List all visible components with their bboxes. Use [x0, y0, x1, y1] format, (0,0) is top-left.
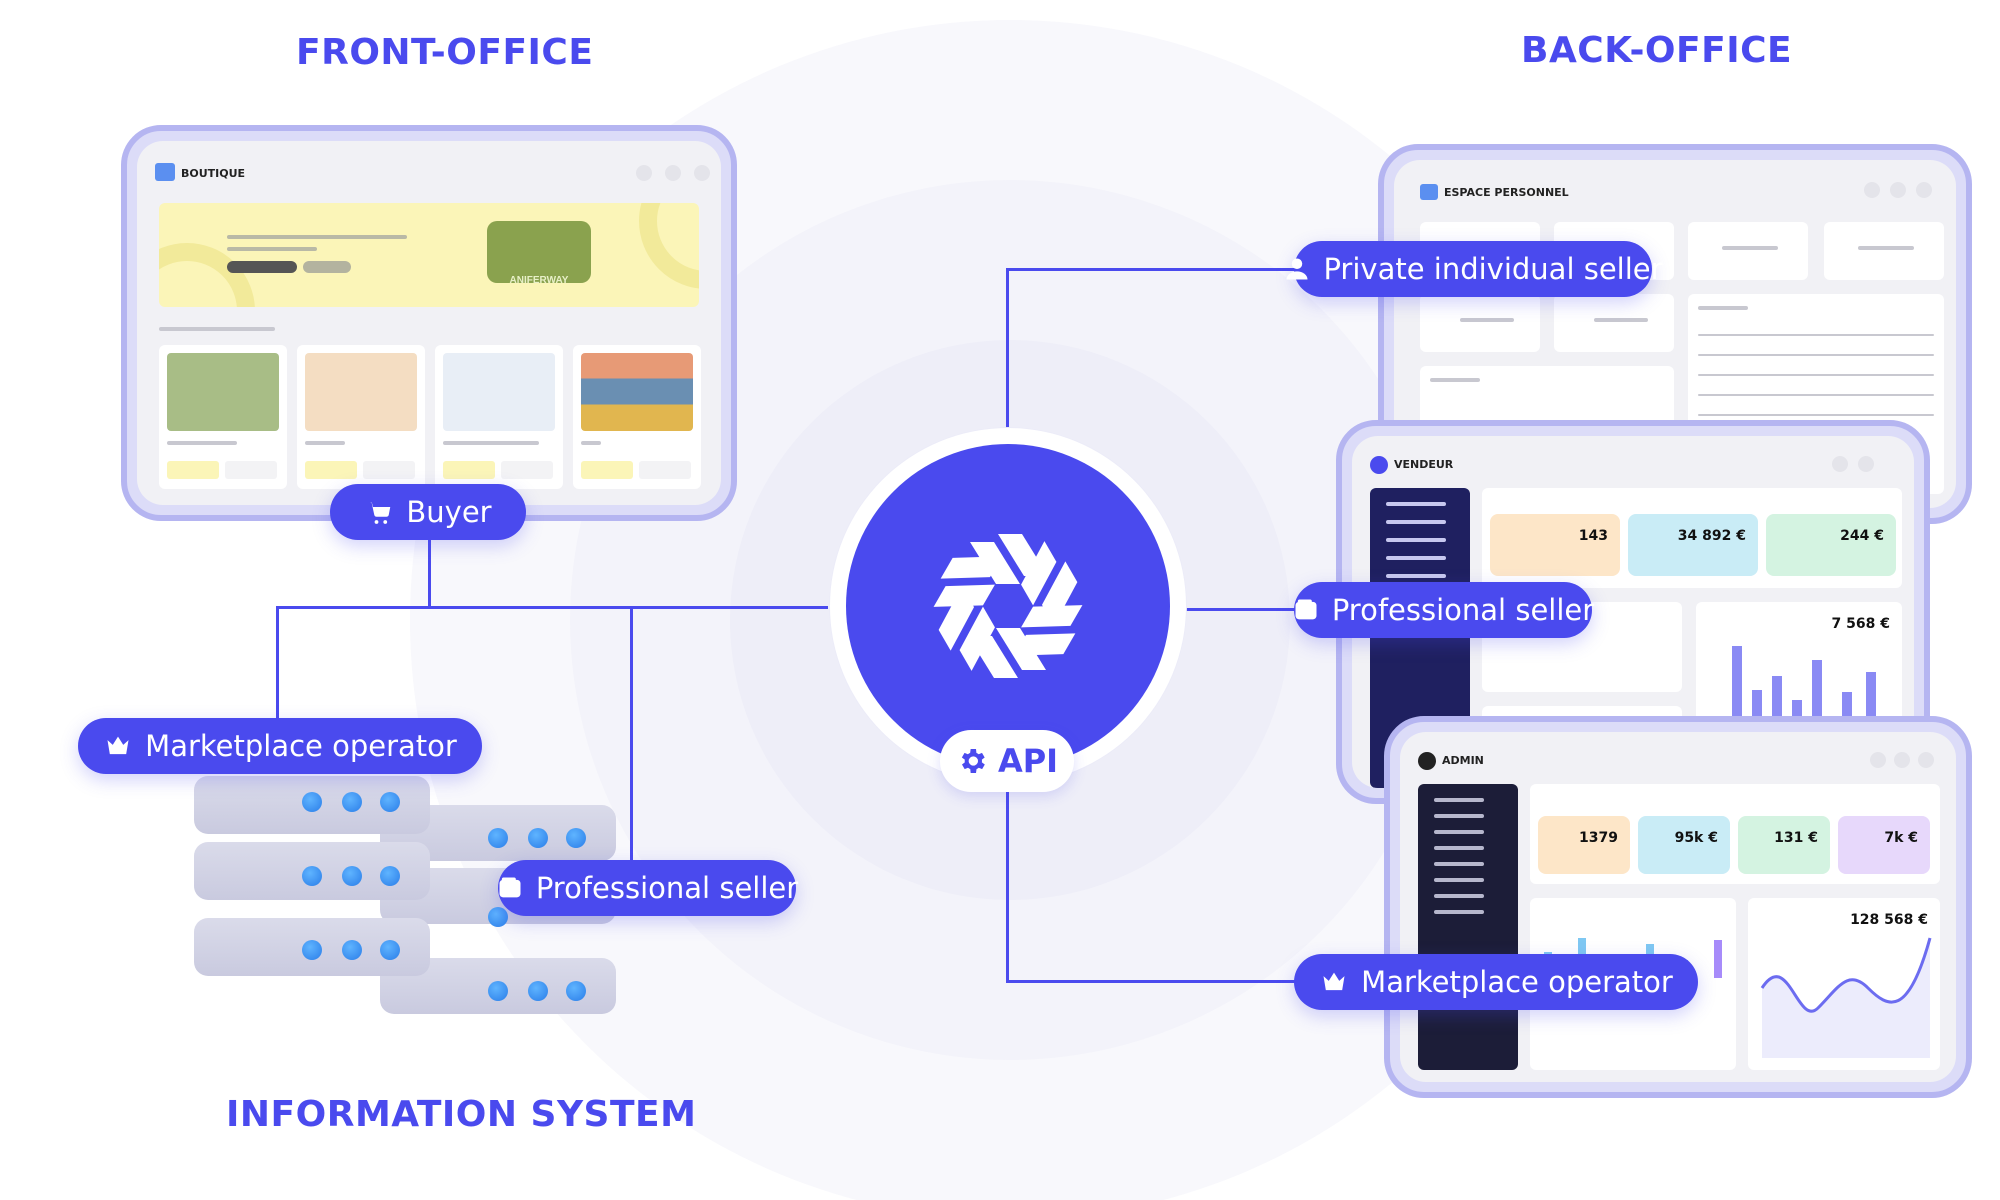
admin-title: ADMIN: [1442, 754, 1484, 767]
gear-icon[interactable]: [1918, 752, 1934, 768]
notification-icon[interactable]: [1832, 456, 1848, 472]
shop-logo-icon: [155, 163, 175, 181]
add-to-cart-button[interactable]: [167, 461, 219, 479]
vendeur-title: VENDEUR: [1394, 458, 1454, 471]
wishlist-button[interactable]: [639, 461, 691, 479]
professional-seller-pill-left[interactable]: Professional seller: [498, 860, 799, 916]
stat-card[interactable]: 244 €: [1766, 514, 1896, 576]
crown-icon: [107, 736, 129, 755]
api-badge[interactable]: API: [940, 730, 1074, 792]
search-icon[interactable]: [636, 165, 652, 181]
professional-seller-label-right: Professional seller: [1331, 593, 1595, 627]
stat-card[interactable]: 95k €: [1638, 816, 1730, 874]
logo-icon: [1370, 456, 1388, 474]
account-icon[interactable]: [1858, 456, 1874, 472]
platform-logo-icon: [925, 534, 1091, 678]
sidebar[interactable]: [1418, 784, 1518, 1070]
admin-screen: ADMIN 1379 95k € 131 € 7k € 128 568: [1384, 716, 1972, 1098]
product-brand: ANIFERWAY: [509, 275, 569, 286]
cart-icon: [368, 502, 391, 524]
information-system-title: INFORMATION SYSTEM: [226, 1094, 697, 1135]
professional-seller-label-left: Professional seller: [535, 871, 799, 905]
boutique-title: BOUTIQUE: [181, 167, 246, 180]
stat-card[interactable]: 1379: [1538, 816, 1630, 874]
chat-icon[interactable]: [1870, 752, 1886, 768]
add-to-cart-button[interactable]: [443, 461, 495, 479]
private-individual-seller-label: Private individual seller: [1323, 252, 1663, 286]
stat-card[interactable]: 34 892 €: [1628, 514, 1758, 576]
stat-card[interactable]: 143: [1490, 514, 1620, 576]
product-card[interactable]: [573, 345, 701, 489]
logo-icon: [1418, 752, 1436, 770]
area-chart: 128 568 €: [1748, 898, 1940, 1070]
marketplace-operator-label-right: Marketplace operator: [1361, 965, 1673, 999]
gear-icon: [961, 749, 985, 773]
private-individual-seller-pill[interactable]: Private individual seller: [1286, 241, 1663, 297]
wallet-icon: [1295, 599, 1317, 620]
account-icon[interactable]: [694, 165, 710, 181]
user-icon: [1286, 258, 1308, 280]
crown-icon: [1323, 972, 1345, 991]
cart-icon[interactable]: [1890, 182, 1906, 198]
cart-icon[interactable]: [665, 165, 681, 181]
api-label: API: [997, 742, 1059, 780]
boutique-screen: BOUTIQUE ANIFERWAY: [121, 125, 737, 521]
api-hub[interactable]: [846, 444, 1170, 768]
marketplace-operator-label-left: Marketplace operator: [145, 729, 457, 763]
professional-seller-pill-right[interactable]: Professional seller: [1294, 582, 1595, 638]
buyer-pill[interactable]: Buyer: [330, 484, 526, 540]
wishlist-button[interactable]: [225, 461, 277, 479]
product-card[interactable]: [297, 345, 425, 489]
promo-banner[interactable]: ANIFERWAY: [159, 203, 699, 307]
wishlist-button[interactable]: [501, 461, 553, 479]
add-to-cart-button[interactable]: [305, 461, 357, 479]
account-icon[interactable]: [1916, 182, 1932, 198]
wallet-icon: [499, 877, 521, 898]
add-to-cart-button[interactable]: [581, 461, 633, 479]
espace-title: ESPACE PERSONNEL: [1444, 186, 1569, 199]
buyer-label: Buyer: [406, 495, 492, 529]
marketplace-operator-pill-right[interactable]: Marketplace operator: [1294, 954, 1698, 1010]
product-card[interactable]: [159, 345, 287, 489]
stat-card[interactable]: 131 €: [1738, 816, 1830, 874]
search-icon[interactable]: [1864, 182, 1880, 198]
stat-card[interactable]: 7k €: [1838, 816, 1930, 874]
product-card[interactable]: [435, 345, 563, 489]
logo-icon: [1420, 184, 1438, 200]
wishlist-button[interactable]: [363, 461, 415, 479]
front-office-title: FRONT-OFFICE: [296, 32, 594, 73]
marketplace-operator-pill-left[interactable]: Marketplace operator: [78, 718, 482, 774]
soap-product-image: ANIFERWAY: [487, 221, 591, 286]
account-icon[interactable]: [1894, 752, 1910, 768]
back-office-title: BACK-OFFICE: [1521, 30, 1793, 71]
